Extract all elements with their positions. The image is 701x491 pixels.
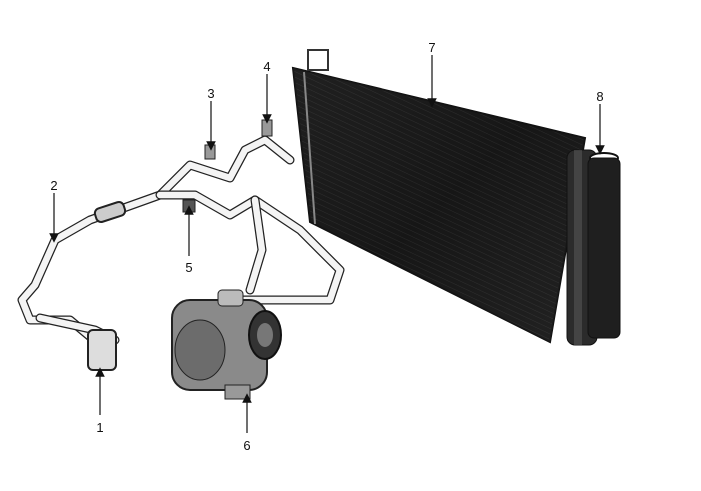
callout-6: 6 [242, 393, 252, 453]
callout-label: 4 [263, 59, 270, 74]
callout-label: 1 [96, 420, 103, 435]
callout-label: 6 [243, 438, 250, 453]
condenser [291, 49, 587, 344]
callout-label: 2 [50, 178, 57, 193]
receiver-drier [566, 149, 621, 346]
refrigerant-hoses [17, 119, 345, 371]
callout-2: 2 [49, 178, 59, 243]
callout-1: 1 [95, 367, 105, 435]
callout-8: 8 [595, 89, 605, 155]
compressor [171, 289, 282, 400]
callout-label: 3 [207, 86, 214, 101]
callout-label: 8 [596, 89, 603, 104]
callout-4: 4 [262, 59, 272, 124]
callout-3: 3 [206, 86, 216, 151]
callout-label: 5 [185, 260, 192, 275]
callout-5: 5 [184, 205, 194, 275]
callout-7: 7 [427, 40, 437, 108]
callout-label: 7 [428, 40, 435, 55]
